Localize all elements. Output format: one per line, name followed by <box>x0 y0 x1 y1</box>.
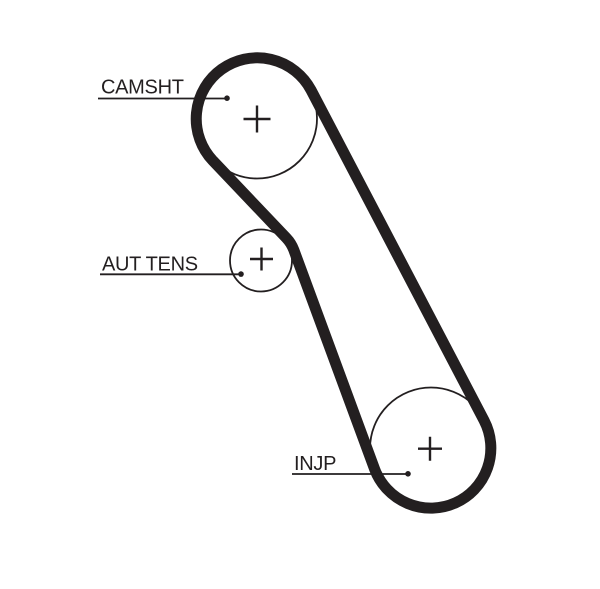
tensioner-label: AUT TENS <box>102 253 198 275</box>
tensioner-leader-dot <box>238 271 244 277</box>
camshaft-label: CAMSHT <box>101 77 184 99</box>
camshaft-center-cross-icon <box>243 105 271 133</box>
injection-pump-label: INJP <box>294 453 336 475</box>
camshaft-leader-dot <box>224 95 230 101</box>
tensioner-center-cross-icon <box>250 247 273 271</box>
injection-pump-center-cross-icon <box>418 436 442 461</box>
timing-belt <box>190 52 497 514</box>
injection-pump-leader-dot <box>405 471 411 477</box>
